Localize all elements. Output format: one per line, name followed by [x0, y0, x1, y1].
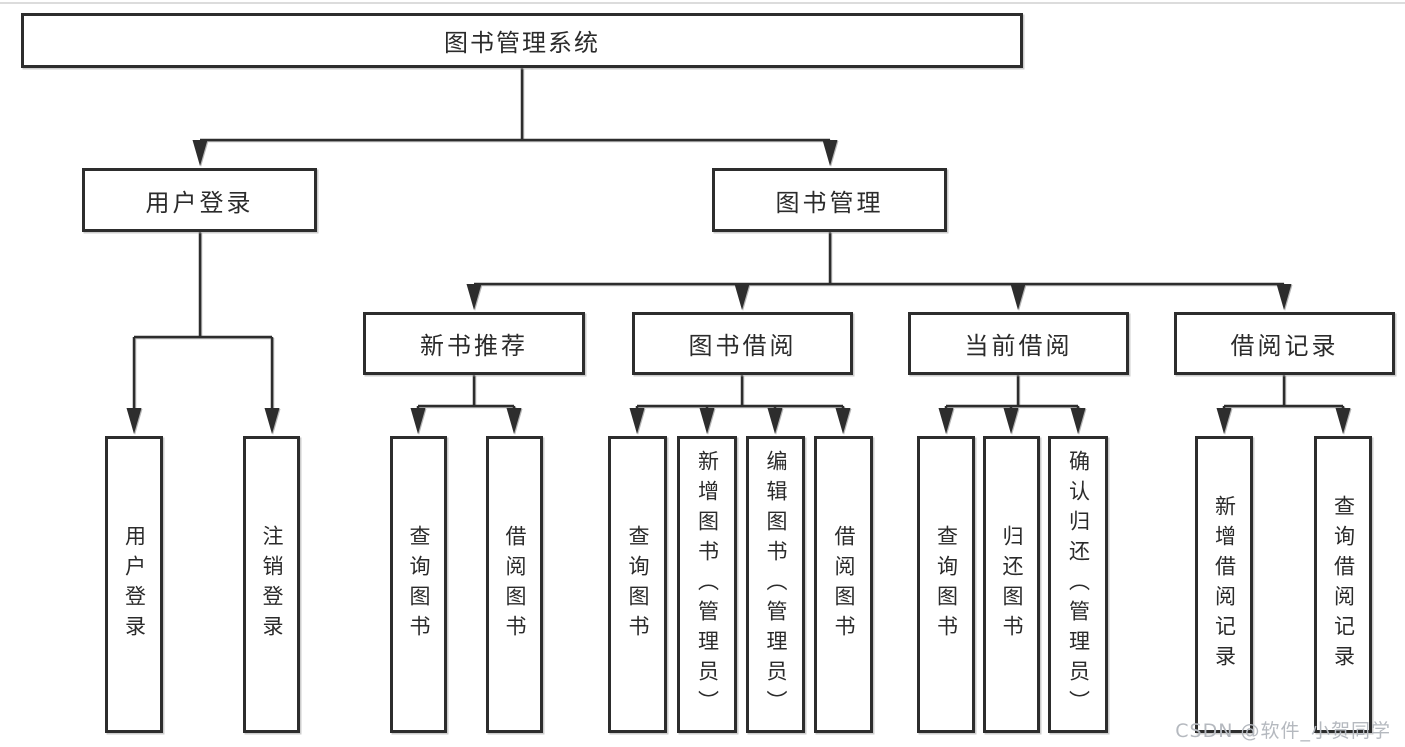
- arrowhead-icon: [1070, 408, 1086, 434]
- csdn-watermark: CSDN @软件_小贺同学: [1175, 720, 1391, 742]
- arrowhead-icon: [699, 408, 715, 434]
- leaf-add-borrow-record: 新增借阅记录: [1195, 436, 1253, 733]
- leaf-logout: 注销登录: [243, 436, 300, 733]
- node-label: 图书管理系统: [444, 29, 600, 57]
- arrowhead-icon: [1276, 284, 1292, 310]
- node-label: 归还图书: [1000, 524, 1025, 645]
- arrowhead-icon: [264, 408, 280, 434]
- arrowhead-icon: [466, 284, 482, 310]
- arrowhead-icon: [734, 284, 750, 310]
- node-label: 借阅记录: [1230, 332, 1339, 360]
- arrowhead-icon: [1216, 408, 1232, 434]
- leaf-borrow-books: 借阅图书: [814, 436, 873, 733]
- arrowhead-icon: [192, 140, 208, 166]
- arrowhead-icon: [506, 408, 522, 434]
- arrowhead-icon: [410, 408, 426, 434]
- leaf-edit-book-admin: 编辑图书（管理员）: [746, 436, 805, 733]
- node-current-borrow: 当前借阅: [908, 312, 1129, 375]
- arrowhead-icon: [1335, 408, 1351, 434]
- leaf-user-login: 用户登录: [105, 436, 163, 733]
- leaf-query-books: 查询图书: [608, 436, 667, 733]
- leaf-return-books: 归还图书: [983, 436, 1040, 733]
- node-book-management: 图书管理: [712, 168, 947, 232]
- node-label: 新书推荐: [420, 332, 528, 360]
- arrowhead-icon: [629, 408, 645, 434]
- arrowhead-icon: [1010, 284, 1026, 310]
- node-label: 查询借阅记录: [1331, 494, 1356, 675]
- node-label: 查询图书: [934, 524, 959, 645]
- node-user-login: 用户登录: [82, 168, 317, 232]
- node-book-borrow: 图书借阅: [632, 312, 853, 375]
- node-label: 借阅图书: [832, 524, 857, 645]
- leaf-confirm-return-admin: 确认归还（管理员）: [1048, 436, 1108, 733]
- node-label: 用户登录: [145, 188, 254, 217]
- node-label: 图书借阅: [688, 332, 797, 360]
- node-label: 用户登录: [122, 524, 147, 645]
- node-label: 图书管理: [775, 188, 884, 217]
- leaf-borrow-books: 借阅图书: [486, 436, 543, 733]
- leaf-query-borrow-record: 查询借阅记录: [1314, 436, 1372, 733]
- node-label: 注销登录: [260, 524, 285, 645]
- node-label: 借阅图书: [503, 524, 528, 645]
- node-label: 新增借阅记录: [1212, 494, 1237, 675]
- node-label: 当前借阅: [964, 332, 1073, 360]
- node-new-book-recommend: 新书推荐: [363, 312, 585, 375]
- node-label: 编辑图书（管理员）: [764, 449, 789, 720]
- arrowheads: [126, 140, 1351, 434]
- node-label: 确认归还（管理员）: [1066, 449, 1091, 720]
- arrowhead-icon: [938, 408, 954, 434]
- node-label: 查询图书: [407, 524, 432, 645]
- arrowhead-icon: [767, 408, 783, 434]
- node-library-system: 图书管理系统: [21, 13, 1023, 68]
- leaf-query-books: 查询图书: [390, 436, 447, 733]
- arrowhead-icon: [822, 140, 838, 166]
- arrowhead-icon: [1003, 408, 1019, 434]
- top-border-line: [0, 2, 1405, 4]
- leaf-add-book-admin: 新增图书（管理员）: [677, 436, 737, 733]
- node-label: 查询图书: [626, 524, 651, 645]
- node-borrow-records: 借阅记录: [1174, 312, 1395, 375]
- arrowhead-icon: [835, 408, 851, 434]
- arrowhead-icon: [126, 408, 142, 434]
- leaf-query-books: 查询图书: [917, 436, 975, 733]
- node-label: 新增图书（管理员）: [695, 449, 720, 720]
